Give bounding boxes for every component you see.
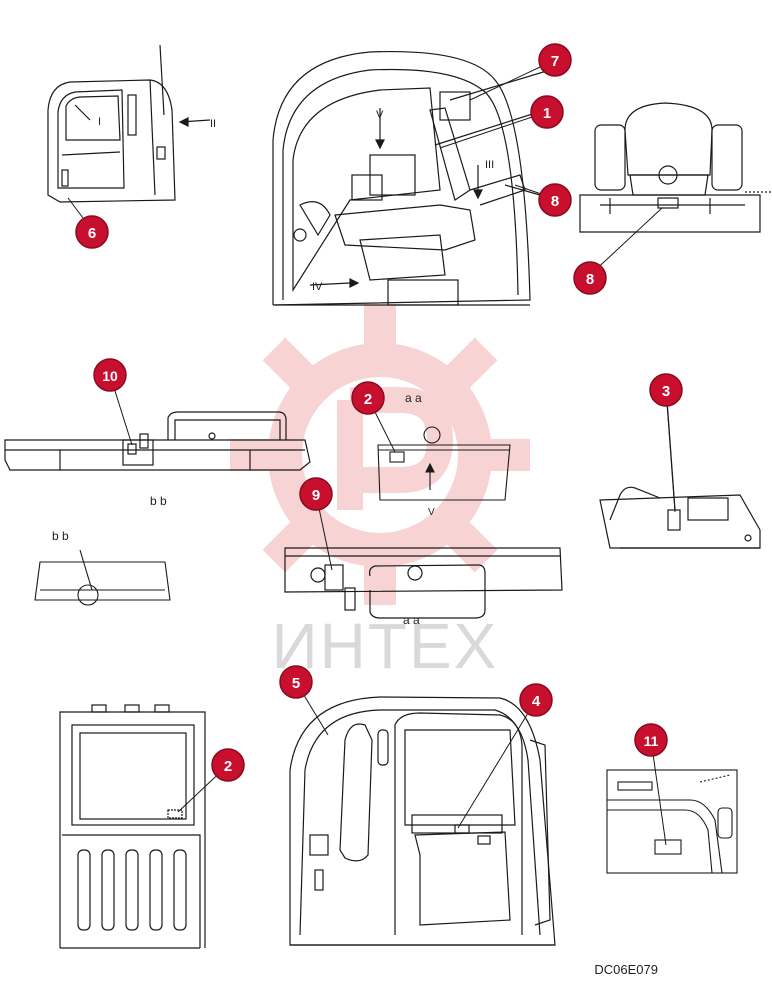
callout-badge-2-aa: 2 [351, 381, 385, 415]
svg-text:10: 10 [102, 368, 118, 384]
svg-text:2: 2 [364, 391, 372, 408]
view-label-II: II [210, 118, 216, 130]
aa-lower-view [284, 547, 563, 619]
leader-lines [67, 59, 676, 846]
section-label-aa-top: a a [405, 391, 422, 405]
section-label-aa-bottom: a a [403, 613, 420, 627]
callout-badge-6: 6 [75, 215, 109, 249]
control-console-view [599, 399, 761, 549]
svg-text:8: 8 [586, 271, 594, 288]
callout-badge-11: 11 [634, 723, 668, 757]
view-label-V-middle: V [428, 507, 435, 518]
svg-text:4: 4 [532, 693, 541, 710]
svg-text:8: 8 [551, 193, 559, 210]
seat-rear-view [579, 102, 772, 233]
callout-badge-4: 4 [519, 683, 553, 717]
svg-text:9: 9 [312, 487, 320, 504]
callout-badge-2-front: 2 [211, 748, 245, 782]
svg-text:5: 5 [292, 675, 300, 692]
svg-text:7: 7 [551, 53, 559, 70]
cab-side-view-small [47, 44, 211, 203]
section-label-bb-top: b b [150, 494, 167, 508]
svg-text:11: 11 [644, 733, 659, 749]
callout-badge-1: 1 [530, 95, 564, 129]
callout-badge-5: 5 [279, 665, 313, 699]
watermark-gear-logo [230, 305, 530, 605]
svg-text:6: 6 [88, 225, 96, 242]
callout-badge-10: 10 [93, 358, 127, 392]
cab-front-panel [59, 704, 206, 949]
svg-text:3: 3 [662, 383, 670, 400]
label-detail-view [606, 769, 738, 874]
callout-badge-8-cab: 8 [538, 183, 572, 217]
view-label-V: V [376, 109, 384, 121]
cab-interior-view [272, 50, 551, 306]
rear-bar-section [4, 411, 311, 471]
aa-upper-view [377, 426, 511, 501]
cab-door-view [289, 696, 556, 946]
svg-text:1: 1 [543, 105, 551, 122]
section-label-bb-detail: b b [52, 529, 69, 543]
watermark-text: ИНТЕХ [272, 610, 499, 682]
svg-text:2: 2 [224, 758, 232, 775]
view-label-IV: IV [312, 281, 323, 293]
callout-badge-9: 9 [299, 477, 333, 511]
drawing-code: DC06E079 [594, 962, 658, 977]
view-label-III: III [485, 159, 494, 171]
callout-badge-3: 3 [649, 373, 683, 407]
callout-badge-7: 7 [538, 43, 572, 77]
view-label-I: I [98, 116, 101, 128]
callout-badge-8-seat: 8 [573, 261, 607, 295]
bb-detail-view [34, 549, 171, 606]
